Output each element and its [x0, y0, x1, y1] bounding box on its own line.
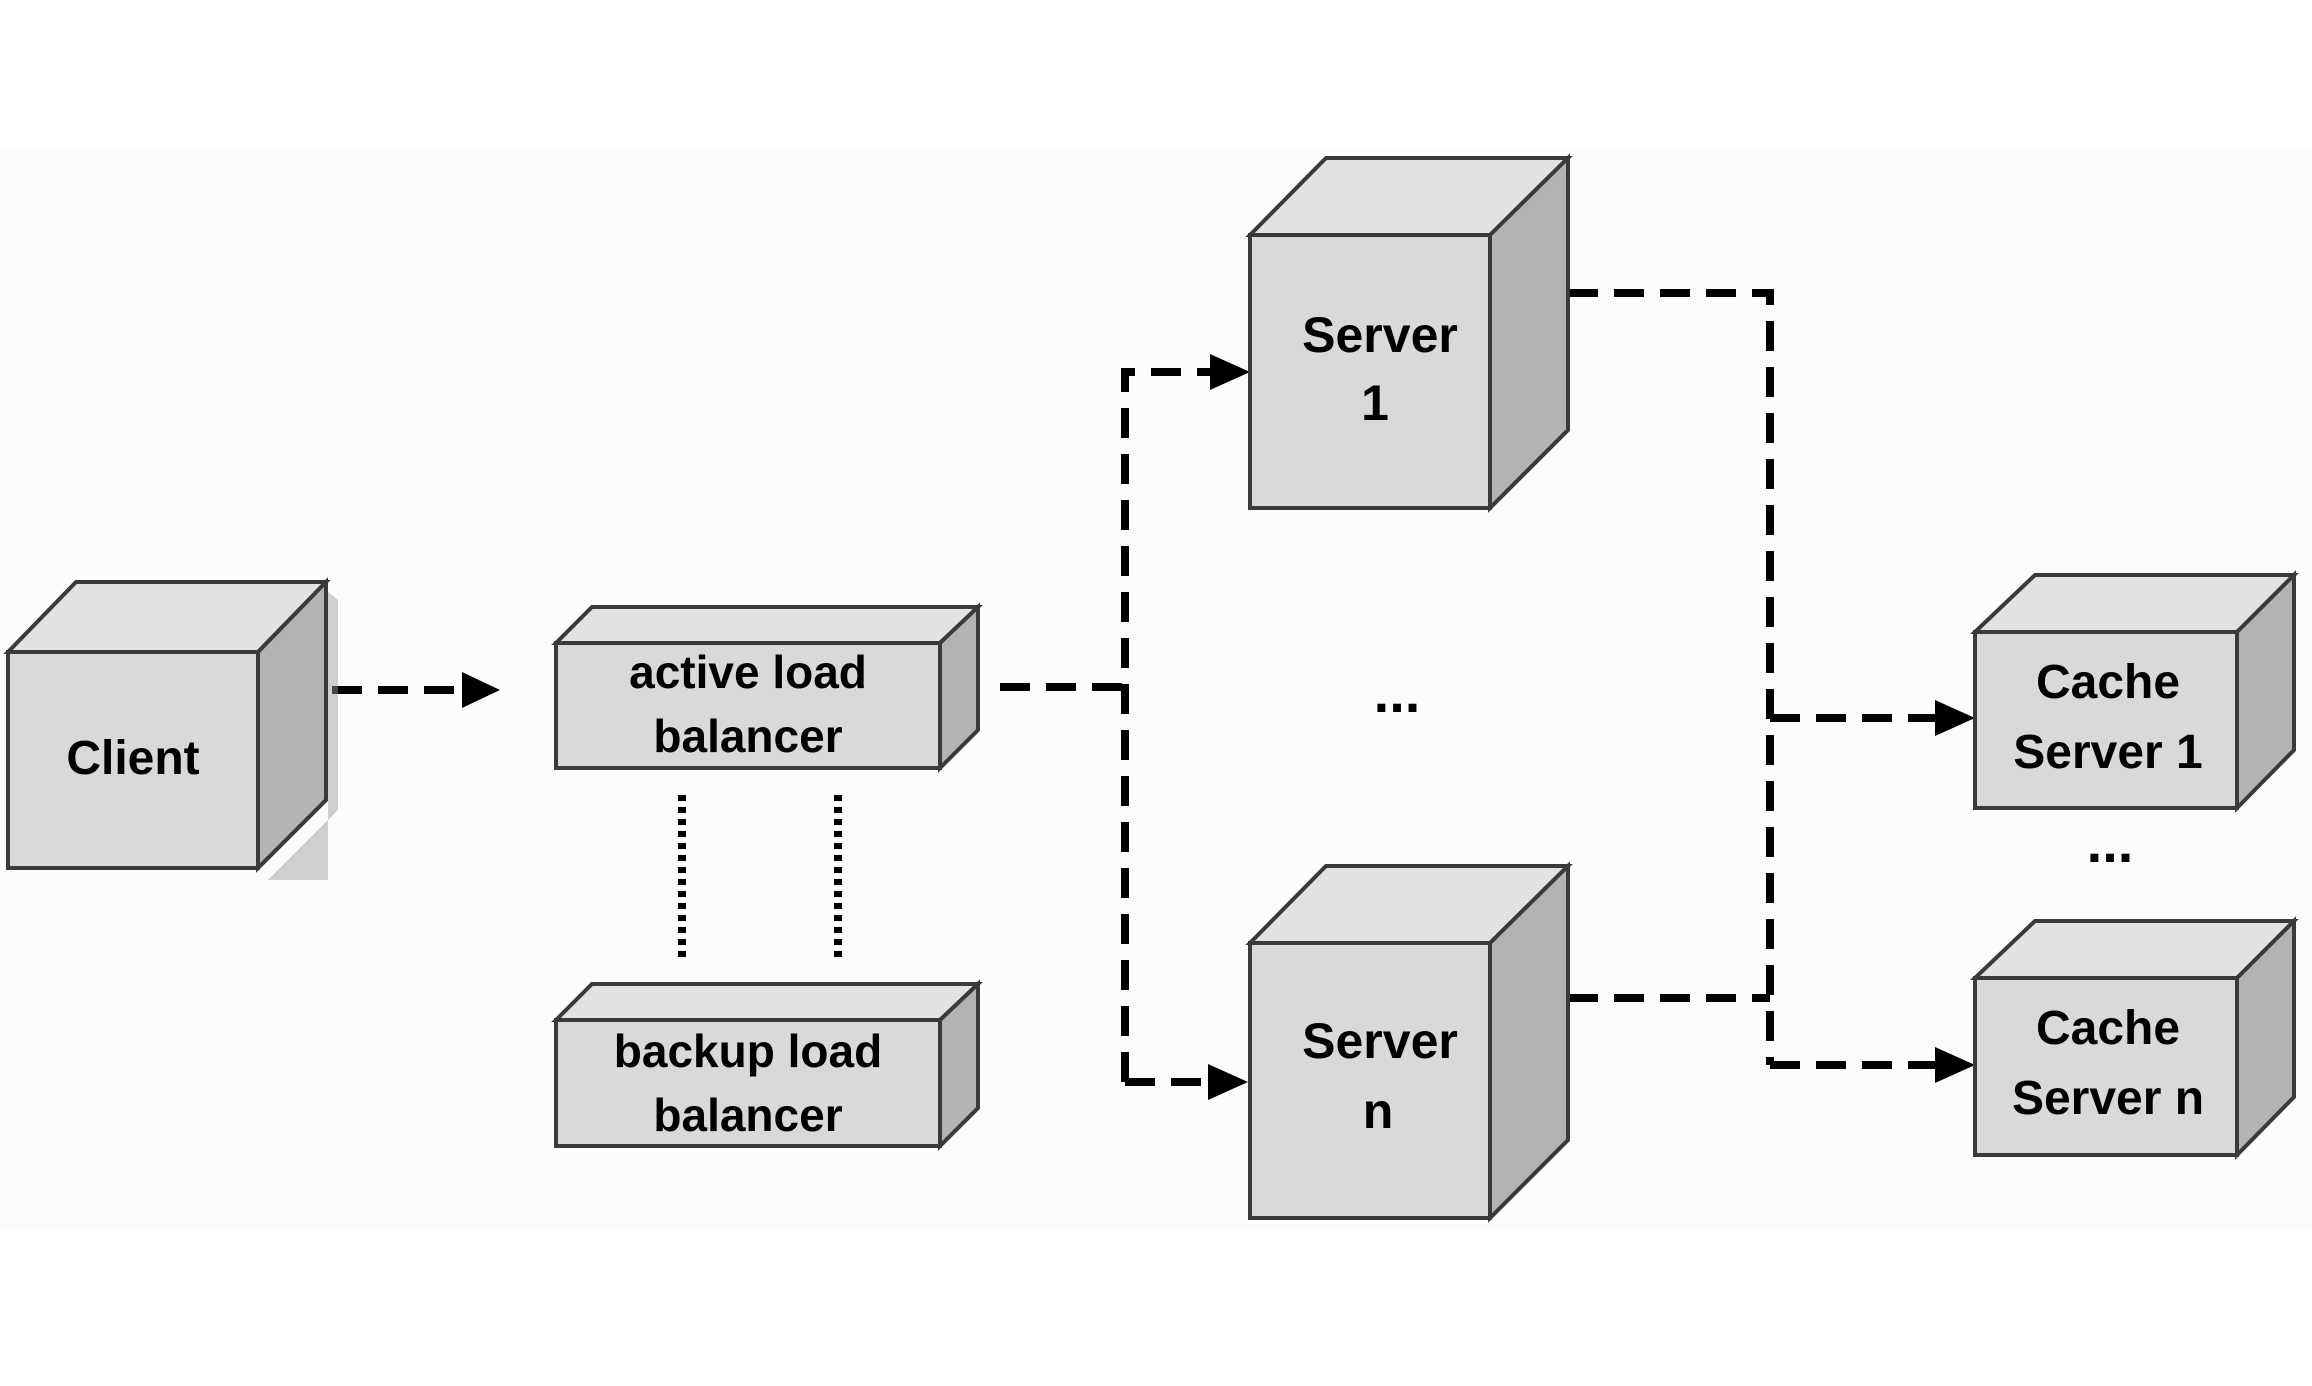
backup-lb-label-line1: backup load — [614, 1025, 882, 1077]
arrow-client-to-lb — [332, 672, 500, 708]
active-lb-label-line2: balancer — [653, 710, 842, 762]
backup-lb-label-line2: balancer — [653, 1089, 842, 1141]
server-1-node: Server 1 — [1245, 153, 1573, 513]
connector-lb-redundancy — [678, 795, 842, 962]
active-load-balancer-node: active load balancer — [551, 602, 984, 773]
server-n-label-line2: n — [1363, 1083, 1394, 1139]
connector-lb-to-servers — [1000, 354, 1250, 1100]
active-lb-label-line1: active load — [629, 646, 867, 698]
servers-ellipsis: ... — [1374, 661, 1421, 724]
server-1-label-line1: Server — [1302, 307, 1458, 363]
connectors — [332, 289, 1975, 1100]
server-1-label-line2: 1 — [1361, 375, 1389, 431]
cache-server-1-label-line2: Server 1 — [2013, 726, 2203, 779]
cache-server-n-label-line2: Server n — [2012, 1072, 2204, 1125]
connector-servers-to-caches — [1568, 289, 1975, 1083]
cache-server-1-node: Cache Server 1 — [1969, 570, 2299, 813]
cache-server-1-label-line1: Cache — [2036, 656, 2180, 709]
client-label: Client — [66, 732, 199, 785]
server-n-label-line1: Server — [1302, 1013, 1458, 1069]
server-n-node: Server n — [1245, 861, 1573, 1223]
backup-load-balancer-node: backup load balancer — [551, 979, 984, 1151]
cache-servers-ellipsis: ... — [2087, 811, 2134, 874]
cache-server-n-label-line1: Cache — [2036, 1002, 2180, 1055]
cache-server-n-node: Cache Server n — [1969, 916, 2299, 1160]
client-node: Client — [3, 577, 338, 880]
